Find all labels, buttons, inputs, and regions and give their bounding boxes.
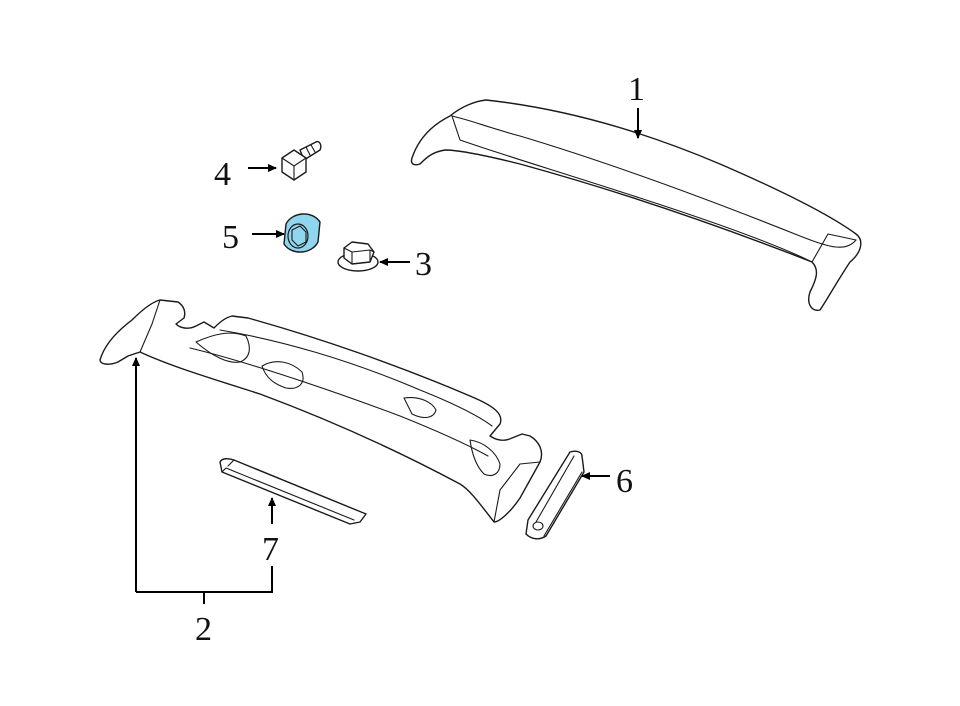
callout-7: 7 xyxy=(262,531,279,568)
callout-3: 3 xyxy=(415,246,432,283)
leader-lines xyxy=(132,108,642,604)
part-2-base[interactable] xyxy=(99,299,543,523)
part-7-strip[interactable] xyxy=(219,457,367,525)
part-5-grommet[interactable] xyxy=(283,213,321,253)
part-4-bolt[interactable] xyxy=(281,140,322,181)
part-3-nut[interactable] xyxy=(337,241,379,272)
callout-1: 1 xyxy=(628,71,645,108)
callout-6: 6 xyxy=(616,463,633,500)
callout-4: 4 xyxy=(214,156,231,193)
callout-2: 2 xyxy=(195,611,212,648)
part-1-spoiler[interactable] xyxy=(410,99,862,311)
leader-2-bracket xyxy=(136,566,273,593)
callouts: 1 2 3 4 5 6 7 xyxy=(195,71,645,648)
part-6-bracket[interactable] xyxy=(525,450,585,540)
callout-5: 5 xyxy=(222,219,239,256)
